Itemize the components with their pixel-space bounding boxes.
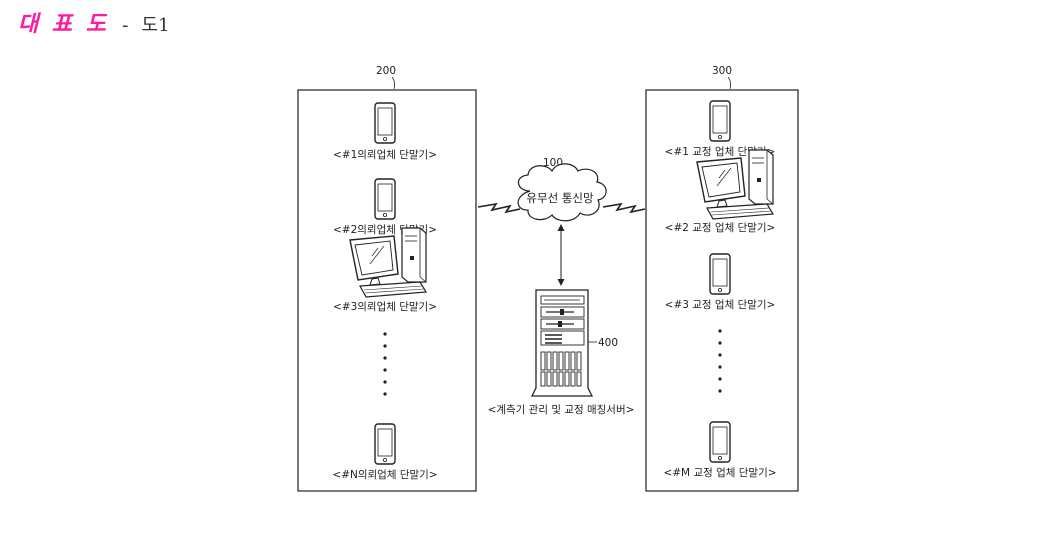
- ellipsis-dots: [383, 332, 386, 395]
- server-network-link: [558, 224, 565, 286]
- desktop-computer-icon: [697, 150, 773, 219]
- calibration-terminal-group: 300 <#1 교정 업체 단말기> <#2 교정 업체 단말기> <#3 교정…: [646, 65, 798, 491]
- client-terminal-group: 200 <#1의뢰업체 단말기> <#2의뢰업체 단말기> <#3의뢰업체 단말…: [298, 65, 476, 491]
- phone-icon: [710, 101, 730, 141]
- desktop-computer-icon: [350, 228, 426, 297]
- wireless-link-icon: [478, 204, 520, 212]
- network-cloud: 100 유무선 통신망: [518, 157, 606, 221]
- calibration-terminal-2-label: <#2 교정 업체 단말기>: [665, 221, 776, 234]
- network-label: 유무선 통신망: [526, 191, 594, 205]
- client-terminal-1-label: <#1의뢰업체 단말기>: [333, 148, 437, 161]
- phone-icon: [710, 254, 730, 294]
- server-label: <계측기 관리 및 교정 매칭서버>: [488, 404, 635, 416]
- server-ref: 400: [598, 337, 618, 349]
- phone-icon: [375, 424, 395, 464]
- phone-icon: [375, 179, 395, 219]
- calibration-terminal-m-label: <#M 교정 업체 단말기>: [663, 466, 776, 479]
- ellipsis-dots: [718, 329, 721, 392]
- calibration-terminal-3-label: <#3 교정 업체 단말기>: [665, 298, 776, 311]
- matching-server: 400 <계측기 관리 및 교정 매칭서버>: [488, 290, 635, 416]
- phone-icon: [710, 422, 730, 462]
- client-terminal-n-label: <#N의뢰업체 단말기>: [332, 468, 437, 481]
- client-group-ref: 200: [376, 65, 396, 77]
- client-terminal-3-label: <#3의뢰업체 단말기>: [333, 300, 437, 313]
- wireless-link-icon: [603, 204, 645, 212]
- calibration-group-ref: 300: [712, 65, 732, 77]
- phone-icon: [375, 103, 395, 143]
